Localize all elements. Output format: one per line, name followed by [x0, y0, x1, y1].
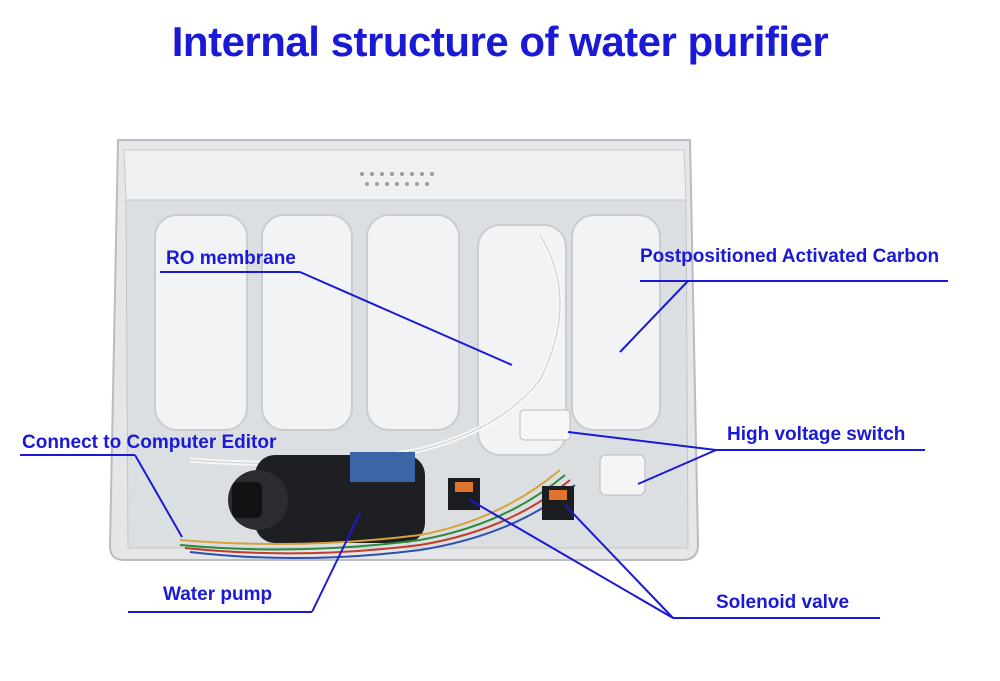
- water-pump-body: [228, 452, 425, 543]
- label-ro-membrane: RO membrane: [166, 248, 296, 269]
- wires: [179, 469, 576, 560]
- label-connect-computer: Connect to Computer Editor: [22, 432, 277, 453]
- switch-block: [519, 409, 571, 441]
- housing-top-panel: [123, 149, 687, 201]
- vent-holes: [360, 172, 434, 186]
- label-activated-carbon: Postpositioned Activated Carbon: [640, 246, 940, 267]
- label-water-pump: Water pump: [163, 584, 273, 605]
- label-solenoid-valve: Solenoid valve: [716, 592, 850, 613]
- diagram-title: Internal structure of water purifier: [171, 18, 829, 65]
- label-high-voltage-switch: High voltage switch: [727, 424, 906, 445]
- pointer-lines: [20, 271, 948, 619]
